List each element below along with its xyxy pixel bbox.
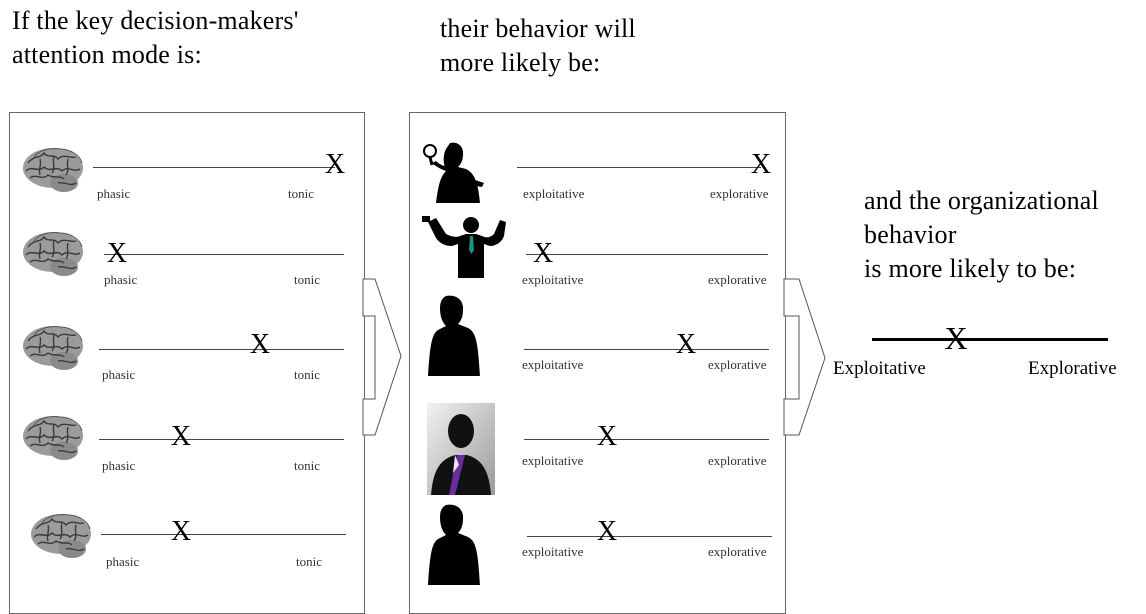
organization-scale-marker: X (944, 320, 968, 356)
explorative-label: explorative (708, 544, 767, 559)
behavior-scale-line (527, 536, 772, 537)
tonic-label: tonic (296, 554, 322, 569)
behavior-scale-line (524, 439, 769, 440)
arrow-attention-to-behavior (362, 278, 402, 436)
explorative-label: Explorative (1028, 358, 1117, 379)
exploitative-label: exploitative (522, 544, 584, 559)
exploitative-label: Exploitative (833, 358, 926, 379)
attention-scale-marker: X (324, 149, 346, 180)
behavior-scale-line (526, 254, 768, 255)
attention-scale-line (99, 349, 344, 350)
exploitative-label: exploitative (523, 186, 585, 201)
attention-scale-line (99, 439, 344, 440)
attention-scale-line (93, 167, 335, 168)
organizational-behavior-heading: and the organizational behavior is more … (864, 186, 1099, 283)
businessman-silhouette-icon (427, 403, 495, 495)
phasic-label: phasic (102, 458, 136, 473)
explorative-label: explorative (708, 357, 767, 372)
behavior-scale-line (517, 167, 761, 168)
attention-scale-marker: X (170, 516, 192, 547)
behavior-scale-marker: X (596, 516, 618, 547)
attention-scale-line (101, 534, 346, 535)
behavior-scale-line (524, 349, 769, 350)
phasic-label: phasic (97, 186, 131, 201)
phasic-label: phasic (104, 272, 138, 287)
behavior-heading: their behavior will more likely be: (440, 14, 636, 77)
tonic-label: tonic (294, 458, 320, 473)
behavior-scale-marker: X (675, 329, 697, 360)
arrow-behavior-to-organization (783, 278, 826, 436)
tonic-label: tonic (294, 367, 320, 382)
behavior-panel: X exploitative explorative X exploitativ… (409, 112, 786, 614)
behavior-scale-marker: X (750, 149, 772, 180)
attention-scale-marker: X (106, 238, 128, 269)
behavior-scale-marker: X (532, 238, 554, 269)
attention-mode-heading: If the key decision-makers' attention mo… (12, 6, 299, 69)
organization-scale-line (872, 338, 1108, 341)
tonic-label: tonic (288, 186, 314, 201)
tonic-label: tonic (294, 272, 320, 287)
exploitative-label: exploitative (522, 453, 584, 468)
attention-scale-marker: X (249, 329, 271, 360)
attention-mode-panel: X phasic tonic X phasic tonic X phasic t… (9, 112, 365, 614)
explorative-label: explorative (708, 453, 767, 468)
phasic-label: phasic (102, 367, 136, 382)
explorative-label: explorative (710, 186, 769, 201)
exploitative-label: exploitative (522, 357, 584, 372)
flexing-businessman-icon (422, 216, 506, 278)
explorative-label: explorative (708, 272, 767, 287)
attention-scale-marker: X (170, 421, 192, 452)
attention-scale-line (104, 254, 344, 255)
woman-with-magnifier-icon (423, 142, 484, 203)
connector-arrows (362, 278, 826, 436)
phasic-label: phasic (106, 554, 140, 569)
behavior-scale-marker: X (596, 421, 618, 452)
exploitative-label: exploitative (522, 272, 584, 287)
